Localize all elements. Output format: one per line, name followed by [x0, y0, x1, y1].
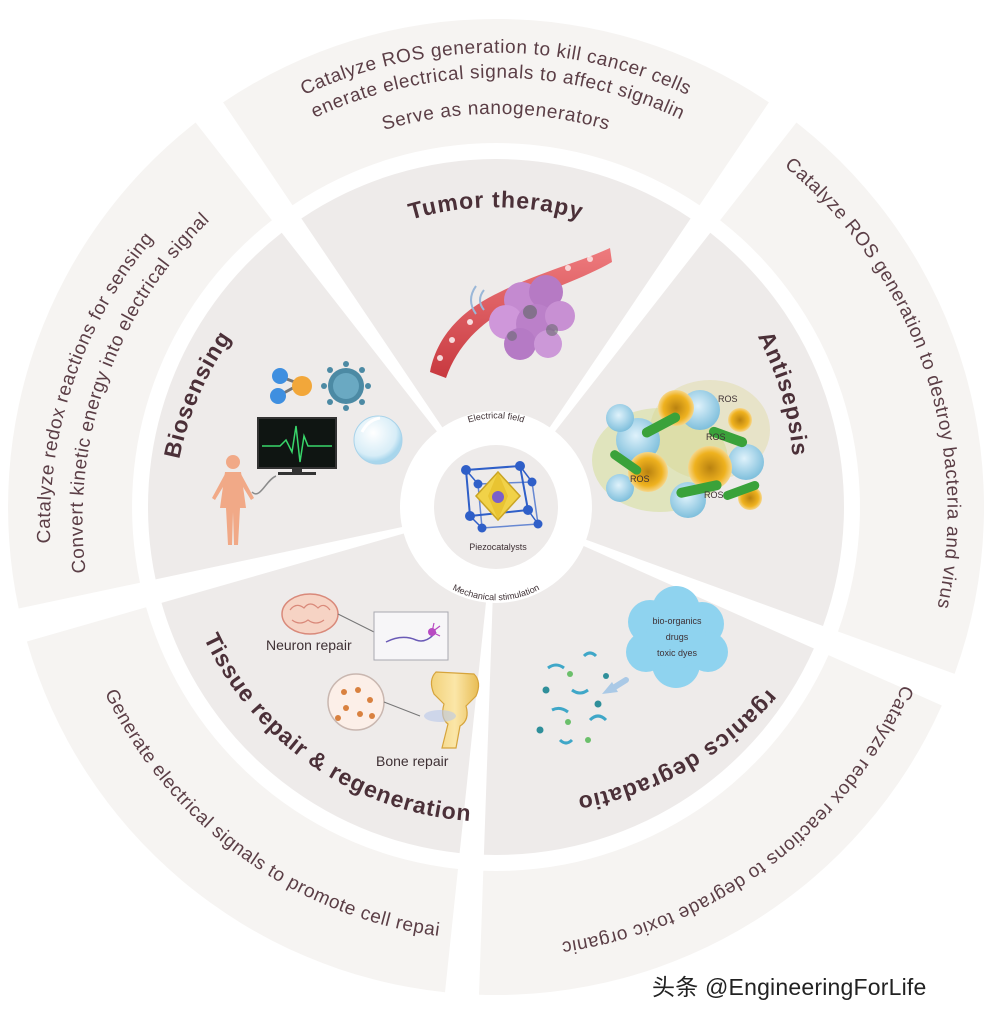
neuron-panel: [373, 611, 449, 661]
tumor-cluster: [489, 275, 575, 360]
outer-band-tumor: [223, 18, 769, 206]
cloud-text: drugs: [666, 632, 689, 642]
outer-band-antisepsis: [720, 122, 984, 674]
organics-illustration: bio-organics drugs toxic dyes: [536, 586, 728, 745]
outer-band-tissue: [26, 607, 459, 993]
bone-cells-icon: [327, 673, 385, 731]
bone-repair-label: Bone repair: [376, 753, 449, 769]
degraded-fragments: [536, 651, 609, 745]
ros-label: ROS: [704, 490, 724, 500]
ros-label: ROS: [630, 474, 650, 484]
tissue-illustration: Neuron repair Bone repair: [266, 593, 480, 769]
knee-joint-icon: [424, 671, 480, 749]
antisepsis-illustration: ROS ROS ROS ROS: [592, 380, 770, 518]
inner-band-organics: [483, 546, 814, 856]
brain-icon: [281, 593, 339, 635]
neuron-repair-label: Neuron repair: [266, 637, 352, 653]
watermark: 头条 @EngineeringForLife: [652, 974, 927, 1000]
cloud-text: bio-organics: [652, 616, 702, 626]
toxic-cloud: bio-organics drugs toxic dyes: [626, 586, 728, 688]
bubble-icon: [353, 415, 403, 465]
human-body-icon: [212, 455, 254, 545]
ros-label: ROS: [706, 432, 726, 442]
virus-icon: [321, 361, 371, 411]
outer-band-biosensing: [8, 122, 272, 609]
piezo-lattice-icon: [461, 461, 543, 533]
center-label: Piezocatalysts: [469, 542, 527, 552]
molecule-icon: [270, 368, 312, 404]
inner-band-tumor: [301, 159, 691, 428]
inner-band-biosensing: [147, 232, 437, 580]
ros-label: ROS: [718, 394, 738, 404]
zoom-line: [337, 613, 375, 633]
center-hub: Piezocatalysts Electrical field Mechanic…: [404, 410, 588, 602]
outer-band-organics: [479, 655, 942, 995]
sensor-wire: [251, 475, 277, 495]
zoom-line: [383, 701, 421, 717]
monitor-icon: [257, 417, 337, 475]
tumor-vessel-illustration: [430, 248, 612, 378]
electrical-field-caption: Electrical field: [466, 410, 525, 424]
cloud-text: toxic dyes: [657, 648, 698, 658]
biosensing-illustration: [212, 361, 403, 545]
